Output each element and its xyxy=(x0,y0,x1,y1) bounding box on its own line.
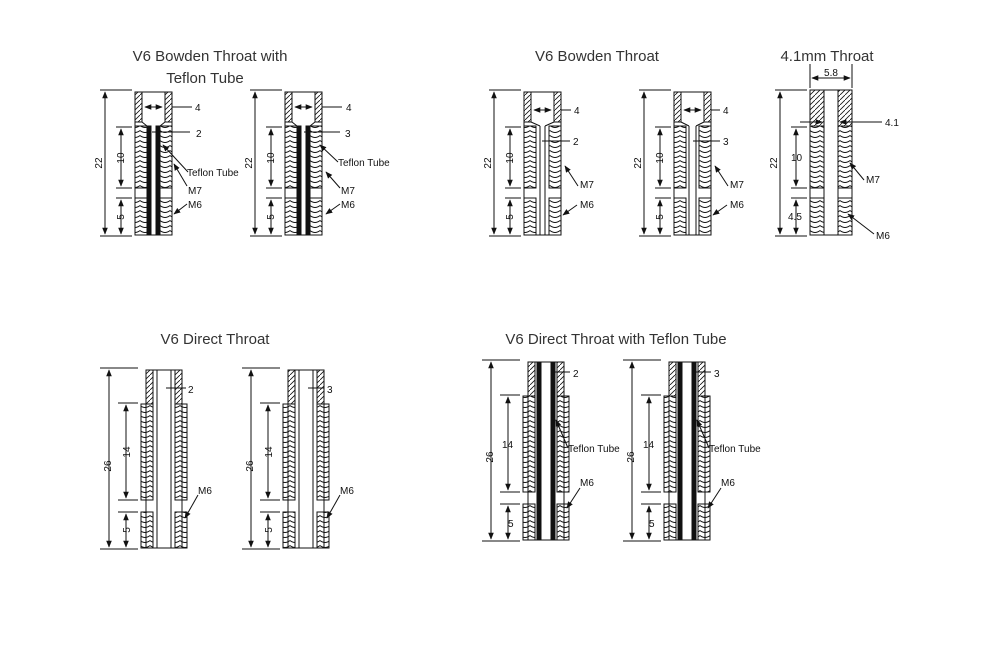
dim-3: 3 xyxy=(714,369,720,380)
dim-5: 5 xyxy=(264,527,275,533)
dim-26: 26 xyxy=(245,460,256,472)
direct-throat-2 xyxy=(242,367,341,550)
dim-22: 22 xyxy=(633,157,644,169)
dim-26: 26 xyxy=(485,451,496,463)
label-m6: M6 xyxy=(876,231,890,242)
title-bowden: V6 Bowden Throat xyxy=(535,48,660,65)
dim-10: 10 xyxy=(791,153,803,164)
dim-4: 4 xyxy=(346,103,352,114)
dim-22: 22 xyxy=(94,157,105,169)
dim-2: 2 xyxy=(188,385,194,396)
title-bowden-teflon-line1: V6 Bowden Throat with xyxy=(133,48,288,65)
dim-5: 5 xyxy=(122,527,133,533)
title-direct: V6 Direct Throat xyxy=(161,331,271,348)
bowden-throat-2 xyxy=(639,89,729,237)
bowden-throat-1 xyxy=(489,89,579,237)
label-m6: M6 xyxy=(580,200,594,211)
bowden-teflon-throat-2 xyxy=(250,89,342,237)
dim-4: 4 xyxy=(723,106,729,117)
dim-3: 3 xyxy=(345,129,351,140)
dim-10: 10 xyxy=(505,152,516,164)
dim-14: 14 xyxy=(502,440,514,451)
dim-5: 5 xyxy=(655,214,666,220)
dim-14: 14 xyxy=(643,440,655,451)
dim-10: 10 xyxy=(116,152,127,164)
dim-3: 3 xyxy=(723,137,729,148)
label-m6: M6 xyxy=(198,486,212,497)
dim-5: 5 xyxy=(649,519,655,530)
label-m7: M7 xyxy=(866,175,880,186)
dim-5: 5 xyxy=(505,214,516,220)
label-teflon-tube: Teflon Tube xyxy=(187,168,239,179)
title-4-1mm-throat: 4.1mm Throat xyxy=(780,48,874,65)
label-m6: M6 xyxy=(730,200,744,211)
dim-5: 5 xyxy=(266,214,277,220)
dim-26: 26 xyxy=(626,451,637,463)
label-m7: M7 xyxy=(580,180,594,191)
label-m7: M7 xyxy=(188,186,202,197)
label-teflon-tube: Teflon Tube xyxy=(338,158,390,169)
dim-5: 5 xyxy=(116,214,127,220)
dim-2: 2 xyxy=(196,129,202,140)
dim-14: 14 xyxy=(264,446,275,458)
direct-teflon-throat-1 xyxy=(482,359,581,542)
dim-2: 2 xyxy=(573,137,579,148)
dim-26: 26 xyxy=(103,460,114,472)
dim-22: 22 xyxy=(769,157,780,169)
title-direct-teflon: V6 Direct Throat with Teflon Tube xyxy=(505,331,726,348)
title-bowden-teflon-line2: Teflon Tube xyxy=(166,70,244,87)
dim-4-5: 4.5 xyxy=(788,212,802,223)
dim-5: 5 xyxy=(508,519,514,530)
label-m7: M7 xyxy=(730,180,744,191)
dim-4: 4 xyxy=(195,103,201,114)
label-m6: M6 xyxy=(340,486,354,497)
dim-14: 14 xyxy=(122,446,133,458)
label-m6: M6 xyxy=(580,478,594,489)
direct-teflon-throat-2 xyxy=(623,359,722,542)
label-m6: M6 xyxy=(341,200,355,211)
label-m6: M6 xyxy=(721,478,735,489)
label-teflon-tube: Teflon Tube xyxy=(568,444,620,455)
throat-4-1mm xyxy=(775,64,882,237)
label-teflon-tube: Teflon Tube xyxy=(709,444,761,455)
dim-10: 10 xyxy=(266,152,277,164)
dim-5-8: 5.8 xyxy=(824,68,838,79)
dim-4: 4 xyxy=(574,106,580,117)
direct-throat-1 xyxy=(100,367,199,550)
dim-4-1: 4.1 xyxy=(885,118,899,129)
dim-22: 22 xyxy=(483,157,494,169)
bowden-teflon-throat-1 xyxy=(100,89,192,237)
dim-10: 10 xyxy=(655,152,666,164)
label-m7: M7 xyxy=(341,186,355,197)
dim-22: 22 xyxy=(244,157,255,169)
label-m6: M6 xyxy=(188,200,202,211)
dim-2: 2 xyxy=(573,369,579,380)
dim-3: 3 xyxy=(327,385,333,396)
